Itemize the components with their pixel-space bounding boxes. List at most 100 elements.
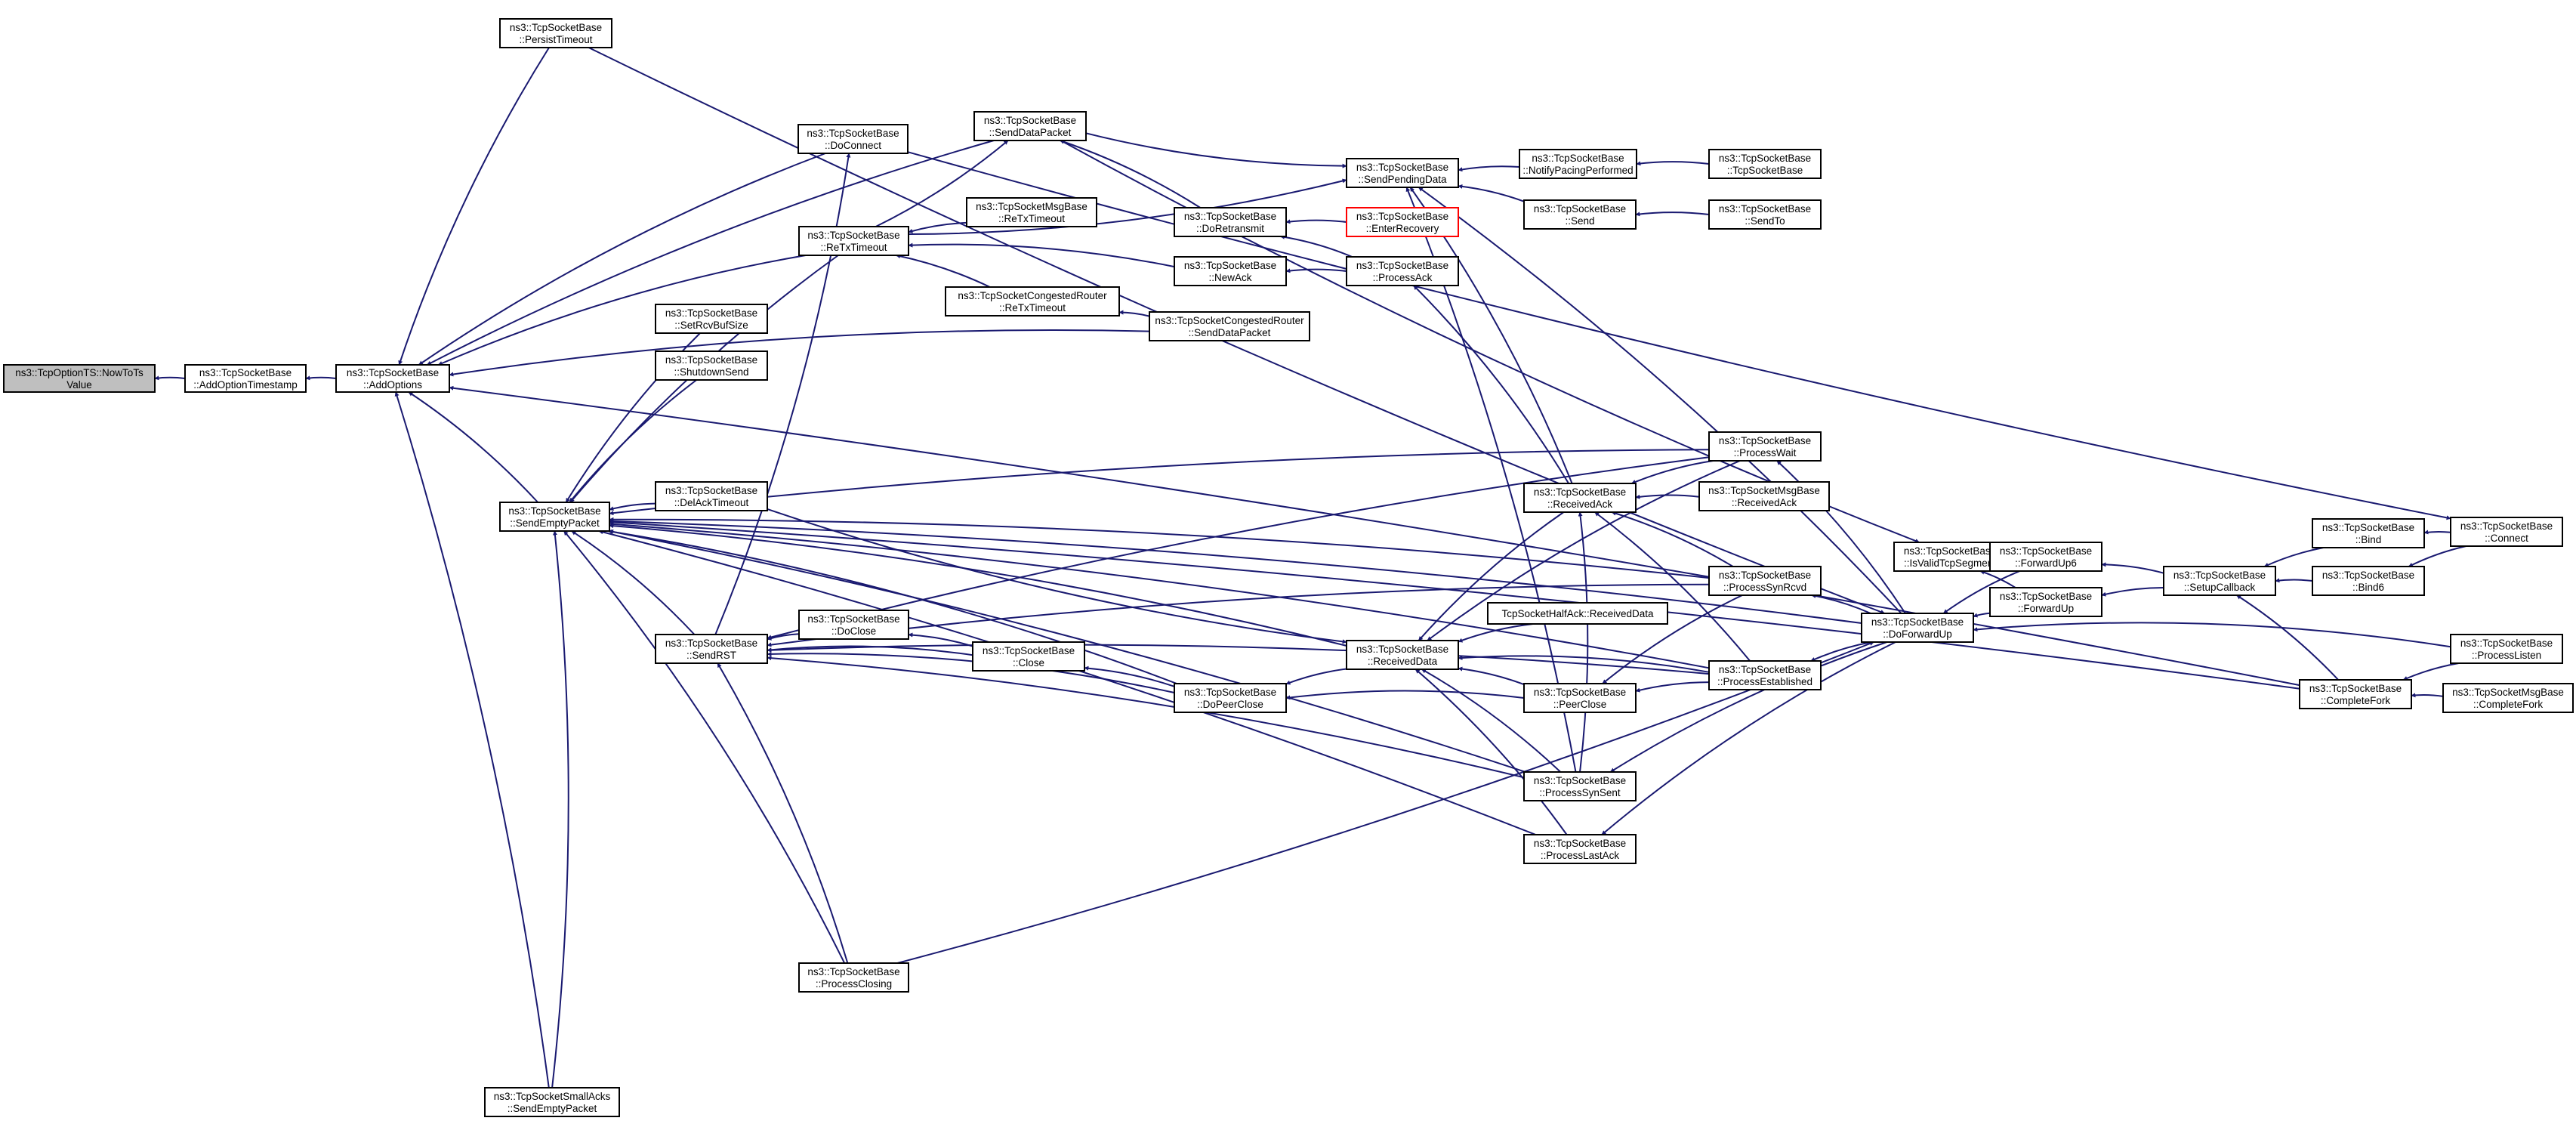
node-box[interactable] bbox=[2312, 566, 2425, 596]
node-box[interactable] bbox=[2312, 518, 2425, 548]
graph-node[interactable]: ns3::TcpSocketBase::SendDataPacket bbox=[973, 111, 1087, 141]
graph-node[interactable]: ns3::TcpSocketBase::SendEmptyPacket bbox=[499, 502, 610, 532]
node-box[interactable] bbox=[1708, 431, 1822, 462]
graph-node[interactable]: ns3::TcpSocketBase::ReceivedAck bbox=[1523, 483, 1637, 513]
node-box[interactable] bbox=[3, 364, 156, 393]
graph-node[interactable]: ns3::TcpSocketBase::DoForwardUp bbox=[1861, 613, 1974, 643]
node-box[interactable] bbox=[1708, 199, 1822, 230]
node-box[interactable] bbox=[655, 350, 768, 381]
graph-node[interactable]: TcpSocketHalfAck::ReceivedData bbox=[1487, 602, 1668, 625]
node-box[interactable] bbox=[655, 634, 768, 664]
graph-node[interactable]: ns3::TcpSocketBase::SetRcvBufSize bbox=[655, 304, 768, 334]
node-box[interactable] bbox=[655, 481, 768, 511]
node-box[interactable] bbox=[1523, 834, 1637, 864]
graph-node[interactable]: ns3::TcpSocketBase::DelAckTimeout bbox=[655, 481, 768, 511]
node-box[interactable] bbox=[1346, 640, 1459, 670]
graph-node[interactable]: ns3::TcpSocketBase::TcpSocketBase bbox=[1708, 149, 1822, 179]
graph-node[interactable]: ns3::TcpSocketBase::Bind bbox=[2312, 518, 2425, 548]
node-box[interactable] bbox=[1174, 683, 1287, 713]
node-box[interactable] bbox=[1346, 158, 1459, 188]
node-box[interactable] bbox=[798, 962, 909, 993]
graph-node[interactable]: ns3::TcpSocketBase::ProcessWait bbox=[1708, 431, 1822, 462]
graph-node[interactable]: ns3::TcpSocketCongestedRouter::SendDataP… bbox=[1149, 311, 1310, 341]
graph-node[interactable]: ns3::TcpSocketBase::AddOptionTimestamp bbox=[184, 364, 307, 393]
graph-node[interactable]: ns3::TcpSocketBase::ForwardUp6 bbox=[1989, 542, 2102, 572]
graph-node[interactable]: ns3::TcpSocketBase::Bind6 bbox=[2312, 566, 2425, 596]
graph-node[interactable]: ns3::TcpSocketMsgBase::CompleteFork bbox=[2442, 683, 2574, 713]
node-box[interactable] bbox=[499, 502, 610, 532]
graph-node[interactable]: ns3::TcpSocketBase::DoPeerClose bbox=[1174, 683, 1287, 713]
node-box[interactable] bbox=[945, 286, 1120, 317]
node-box[interactable] bbox=[1519, 149, 1637, 179]
graph-node[interactable]: ns3::TcpSocketMsgBase::ReTxTimeout bbox=[966, 197, 1097, 227]
node-box[interactable] bbox=[1708, 660, 1822, 690]
node-box[interactable] bbox=[2450, 517, 2563, 547]
node-box[interactable] bbox=[1174, 207, 1287, 237]
node-box[interactable] bbox=[798, 610, 909, 640]
node-box[interactable] bbox=[797, 124, 909, 154]
graph-node[interactable]: ns3::TcpSocketBase::ProcessSynRcvd bbox=[1708, 566, 1822, 596]
node-box[interactable] bbox=[1174, 256, 1287, 286]
graph-node[interactable]: ns3::TcpSocketBase::ForwardUp bbox=[1989, 587, 2102, 617]
node-box[interactable] bbox=[1149, 311, 1310, 341]
node-box[interactable] bbox=[2299, 679, 2412, 709]
node-box[interactable] bbox=[2163, 566, 2276, 596]
node-box[interactable] bbox=[499, 18, 612, 48]
node-box[interactable] bbox=[1708, 566, 1822, 596]
graph-node[interactable]: ns3::TcpSocketBase::SendRST bbox=[655, 634, 768, 664]
node-box[interactable] bbox=[655, 304, 768, 334]
graph-node[interactable]: ns3::TcpSocketBase::PersistTimeout bbox=[499, 18, 612, 48]
graph-node[interactable]: ns3::TcpSocketBase::DoClose bbox=[798, 610, 909, 640]
graph-node[interactable]: ns3::TcpSocketBase::DoRetransmit bbox=[1174, 207, 1287, 237]
node-box[interactable] bbox=[1523, 483, 1637, 513]
node-box[interactable] bbox=[973, 111, 1087, 141]
node-box[interactable] bbox=[1989, 587, 2102, 617]
graph-node[interactable]: ns3::TcpSocketBase::NotifyPacingPerforme… bbox=[1519, 149, 1637, 179]
node-box[interactable] bbox=[1487, 602, 1668, 625]
node-box[interactable] bbox=[1523, 771, 1637, 801]
graph-node[interactable]: ns3::TcpSocketCongestedRouter::ReTxTimeo… bbox=[945, 286, 1120, 317]
graph-node[interactable]: ns3::TcpSocketBase::SetupCallback bbox=[2163, 566, 2276, 596]
graph-node[interactable]: ns3::TcpSocketBase::ProcessLastAck bbox=[1523, 834, 1637, 864]
node-box[interactable] bbox=[798, 226, 909, 256]
node-box[interactable] bbox=[2442, 683, 2574, 713]
graph-node[interactable]: ns3::TcpSocketBase::Connect bbox=[2450, 517, 2563, 547]
graph-node[interactable]: ns3::TcpSocketBase::ProcessSynSent bbox=[1523, 771, 1637, 801]
node-box[interactable] bbox=[1989, 542, 2102, 572]
graph-node[interactable]: ns3::TcpSocketBase::ProcessListen bbox=[2450, 634, 2563, 664]
graph-node[interactable]: ns3::TcpSocketBase::DoConnect bbox=[797, 124, 909, 154]
graph-node[interactable]: ns3::TcpSocketBase::ProcessEstablished bbox=[1708, 660, 1822, 690]
node-box[interactable] bbox=[1708, 149, 1822, 179]
graph-node[interactable]: ns3::TcpSocketBase::EnterRecovery bbox=[1346, 207, 1459, 237]
graph-node[interactable]: ns3::TcpSocketBase::Close bbox=[972, 641, 1085, 672]
graph-node[interactable]: ns3::TcpSocketSmallAcks::SendEmptyPacket bbox=[484, 1087, 620, 1117]
graph-node[interactable]: ns3::TcpSocketBase::PeerClose bbox=[1523, 683, 1637, 713]
node-box[interactable] bbox=[2450, 634, 2563, 664]
graph-node[interactable]: ns3::TcpSocketBase::IsValidTcpSegment bbox=[1893, 542, 2007, 572]
graph-node[interactable]: ns3::TcpSocketBase::ProcessAck bbox=[1346, 256, 1459, 286]
node-box[interactable] bbox=[335, 364, 450, 393]
node-box[interactable] bbox=[1698, 481, 1830, 511]
graph-node[interactable]: ns3::TcpSocketBase::ReTxTimeout bbox=[798, 226, 909, 256]
graph-node[interactable]: ns3::TcpSocketBase::ReceivedData bbox=[1346, 640, 1459, 670]
graph-node[interactable]: ns3::TcpSocketBase::AddOptions bbox=[335, 364, 450, 393]
node-box[interactable] bbox=[966, 197, 1097, 227]
graph-node[interactable]: ns3::TcpSocketBase::ShutdownSend bbox=[655, 350, 768, 381]
node-box[interactable] bbox=[1523, 683, 1637, 713]
graph-node[interactable]: ns3::TcpSocketBase::NewAck bbox=[1174, 256, 1287, 286]
node-box[interactable] bbox=[1861, 613, 1974, 643]
graph-node[interactable]: ns3::TcpSocketBase::Send bbox=[1523, 199, 1637, 230]
node-box[interactable] bbox=[184, 364, 307, 393]
graph-node[interactable]: ns3::TcpSocketBase::SendPendingData bbox=[1346, 158, 1459, 188]
node-box[interactable] bbox=[484, 1087, 620, 1117]
node-box[interactable] bbox=[1523, 199, 1637, 230]
graph-node[interactable]: ns3::TcpSocketBase::ProcessClosing bbox=[798, 962, 909, 993]
node-box[interactable] bbox=[1346, 207, 1459, 237]
node-box[interactable] bbox=[972, 641, 1085, 672]
node-box[interactable] bbox=[1893, 542, 2007, 572]
graph-node[interactable]: ns3::TcpSocketBase::SendTo bbox=[1708, 199, 1822, 230]
node-box[interactable] bbox=[1346, 256, 1459, 286]
graph-node[interactable]: ns3::TcpSocketBase::CompleteFork bbox=[2299, 679, 2412, 709]
graph-node[interactable]: ns3::TcpSocketMsgBase::ReceivedAck bbox=[1698, 481, 1830, 511]
